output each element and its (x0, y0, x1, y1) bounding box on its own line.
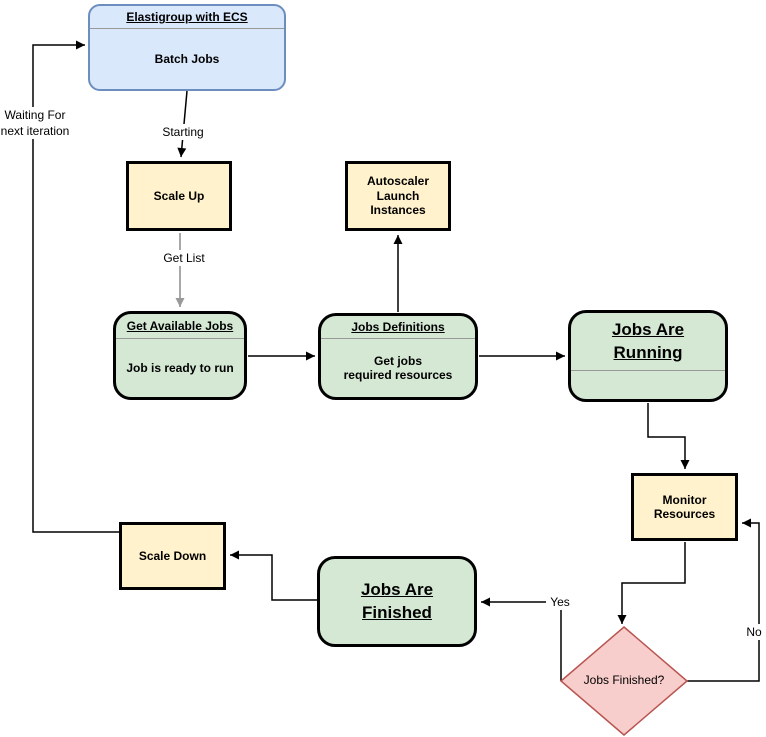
node-jobs-are-running-body (571, 371, 725, 399)
node-jobs-are-running: Jobs Are Running (568, 310, 728, 402)
decision-diamond-shape (559, 626, 689, 736)
edge-label-yes: Yes (546, 594, 574, 611)
edge-waiting-next-iteration (32, 40, 119, 533)
node-batch-jobs-header: Elastigroup with ECS (90, 6, 284, 29)
node-scale-down-label: Scale Down (138, 548, 207, 563)
node-autoscaler-launch-instances: Autoscaler Launch Instances (345, 161, 451, 231)
node-scale-up: Scale Up (126, 161, 232, 231)
node-scale-up-label: Scale Up (153, 188, 205, 203)
node-get-available-jobs-body: Job is ready to run (126, 360, 234, 375)
node-jobs-definitions-header: Jobs Definitions (321, 316, 475, 339)
node-jobs-are-finished-title: Jobs Are Finished (360, 580, 434, 622)
edge-running-to-monitor (647, 403, 690, 469)
edge-no-loop (687, 518, 760, 682)
decision-jobs-finished-label: Jobs Finished? (583, 673, 665, 687)
node-get-available-jobs-header: Get Available Jobs (116, 314, 244, 339)
node-jobs-are-running-title: Jobs Are Running (571, 313, 725, 371)
node-batch-jobs: Elastigroup with ECS Batch Jobs (88, 4, 286, 91)
node-batch-jobs-body: Batch Jobs (154, 51, 220, 66)
edge-label-waiting-for-next-iteration: Waiting For next iteration (0, 107, 70, 140)
edge-finished-to-scaledown (230, 550, 317, 601)
node-jobs-definitions-body: Get jobs required resources (343, 353, 453, 382)
edge-monitor-to-decision (617, 542, 686, 624)
edge-label-starting: Starting (155, 124, 211, 141)
node-jobs-are-finished: Jobs Are Finished (317, 556, 477, 647)
node-monitor-resources: Monitor Resources (631, 473, 738, 541)
node-jobs-definitions: Jobs Definitions Get jobs required resou… (318, 313, 478, 400)
node-monitor-resources-label: Monitor Resources (653, 492, 716, 521)
node-scale-down: Scale Down (119, 522, 226, 590)
edge-yes-to-finished (481, 597, 562, 681)
node-autoscaler-label: Autoscaler Launch Instances (366, 174, 430, 218)
edge-label-no: No (742, 624, 766, 641)
edge-label-get-list: Get List (156, 250, 212, 267)
node-get-available-jobs: Get Available Jobs Job is ready to run (113, 311, 247, 400)
